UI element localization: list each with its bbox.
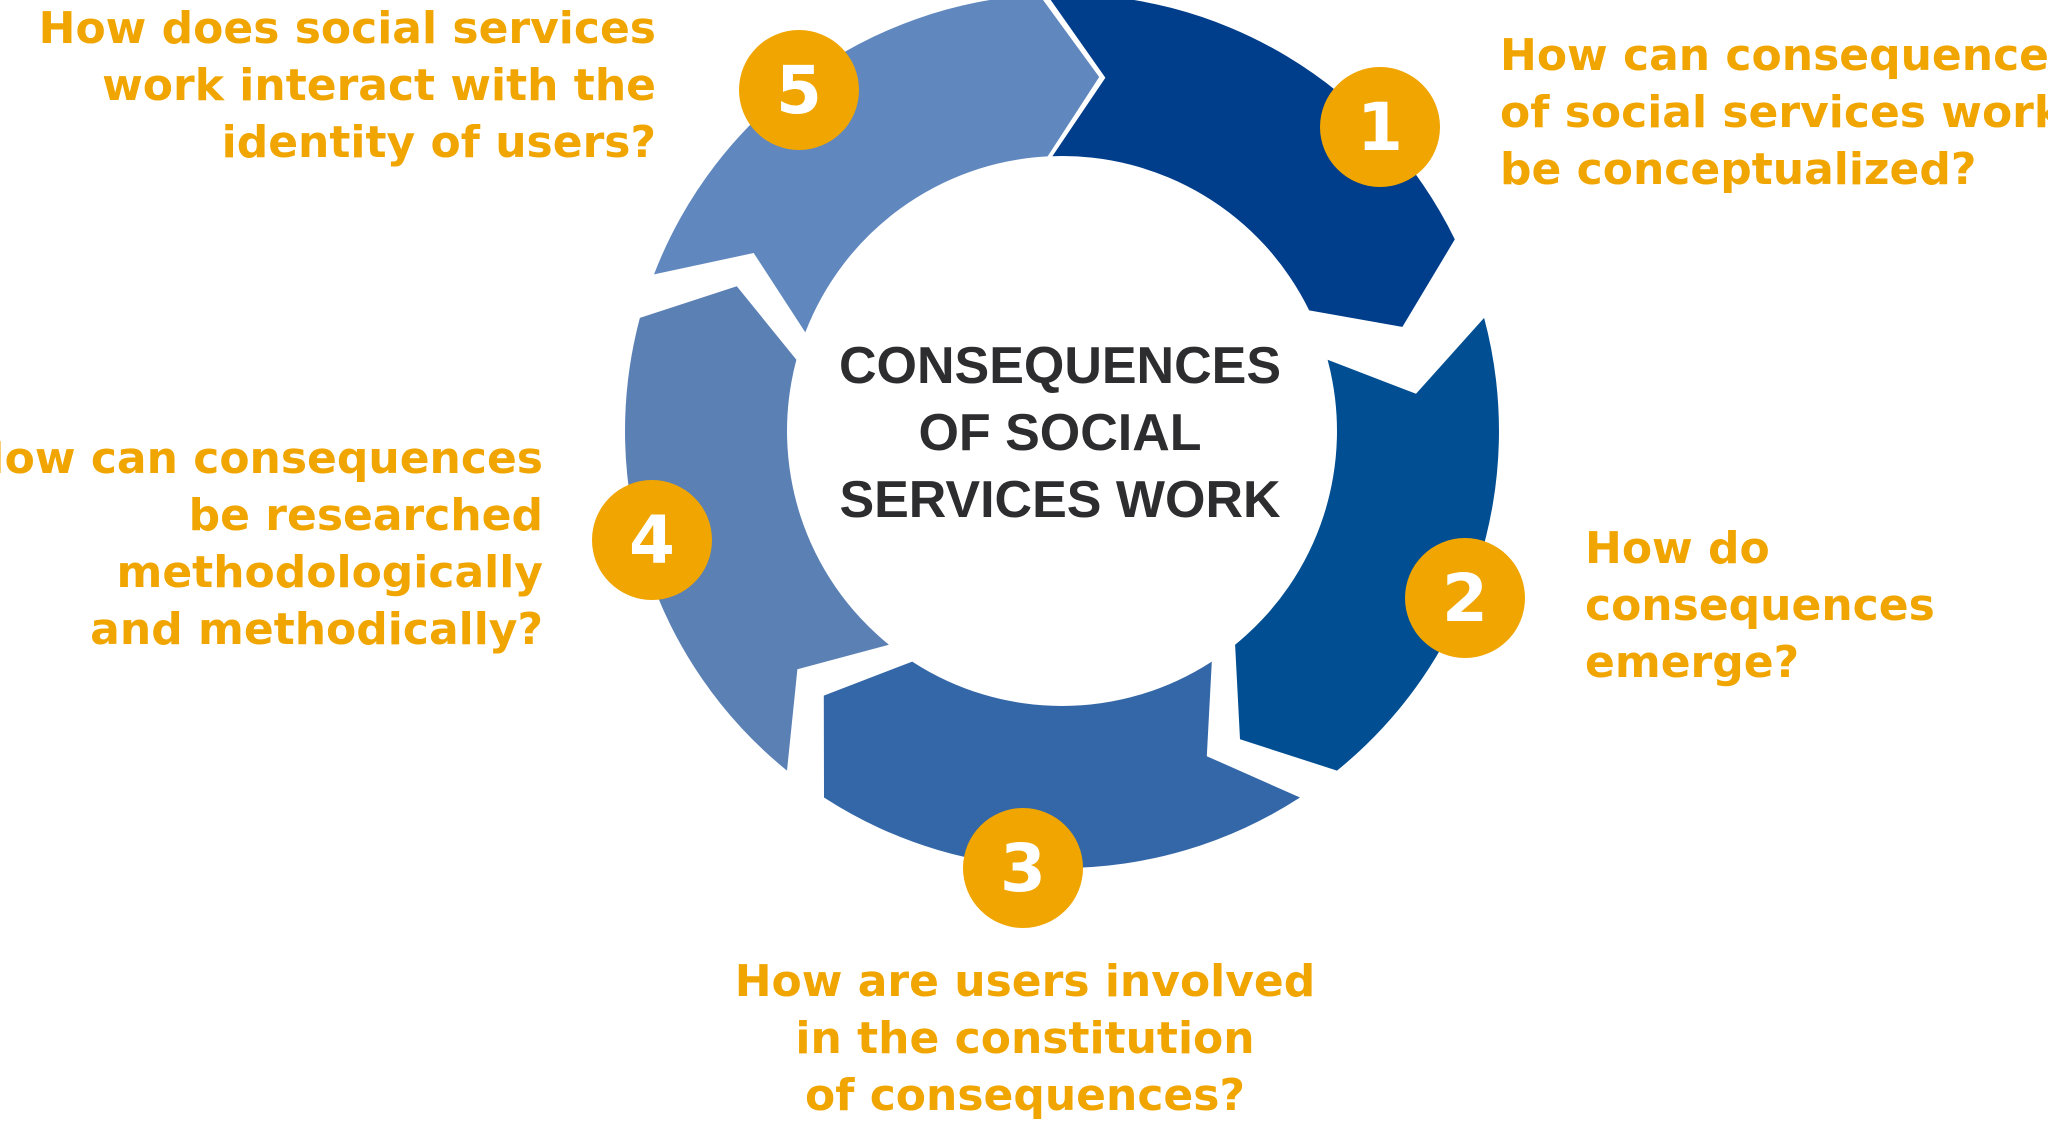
question-3-line-2: in the constitution (795, 1013, 1255, 1064)
question-2-line-1: How do (1585, 523, 1770, 574)
step-badge-2: 2 (1405, 538, 1525, 658)
center-title-line-3: SERVICES WORK (839, 471, 1281, 529)
badge-number-1: 1 (1357, 89, 1403, 166)
cycle-segment-5 (654, 0, 1100, 333)
badge-circle-4 (592, 480, 712, 600)
center-label: CONSEQUENCES OF SOCIAL SERVICES WORK (839, 337, 1281, 529)
question-3: How are users involved in the constituti… (735, 953, 1316, 1124)
cycle-segment-2 (1235, 317, 1499, 771)
question-4-line-1: How can consequences (0, 433, 543, 484)
question-1-line-2: of social services work (1500, 87, 2048, 138)
badge-circle-5 (739, 30, 859, 150)
center-title-line-2: OF SOCIAL (918, 404, 1201, 462)
step-badge-1: 1 (1320, 67, 1440, 187)
question-2-line-3: emerge? (1585, 637, 1800, 688)
question-3-line-3: of consequences? (805, 1070, 1245, 1121)
question-4-line-2: be researched (188, 490, 543, 541)
step-badge-4: 4 (592, 480, 712, 600)
question-4: How can consequences be researched metho… (0, 430, 543, 658)
badge-number-4: 4 (629, 502, 675, 579)
step-badge-5: 5 (739, 30, 859, 150)
badge-number-2: 2 (1442, 560, 1488, 637)
badge-number-3: 3 (1000, 830, 1046, 907)
question-4-line-3: methodologically (116, 547, 543, 598)
cycle-segment-4 (625, 286, 889, 771)
question-4-line-4: and methodically? (90, 604, 543, 655)
question-5-line-2: work interact with the (102, 60, 656, 111)
question-3-line-1: How are users involved (734, 956, 1316, 1007)
badge-circle-1 (1320, 67, 1440, 187)
cycle-segment-3 (823, 661, 1300, 868)
cycle-segment-1 (1050, 0, 1455, 327)
center-title-line-1: CONSEQUENCES (839, 337, 1281, 395)
question-5-line-3: identity of users? (221, 117, 656, 168)
badge-circle-3 (963, 808, 1083, 928)
badge-number-5: 5 (776, 52, 822, 129)
question-1-line-3: be conceptualized? (1500, 144, 1977, 195)
badge-circle-2 (1405, 538, 1525, 658)
question-2: How do consequences emerge? (1585, 520, 1935, 691)
cycle-segments (625, 0, 1499, 868)
step-badge-3: 3 (963, 808, 1083, 928)
question-2-line-2: consequences (1585, 580, 1935, 631)
question-5: How does social services work interact w… (39, 0, 656, 171)
question-1-line-1: How can consequences (1500, 30, 2048, 81)
question-1: How can consequences of social services … (1500, 27, 2048, 198)
question-5-line-1: How does social services (38, 3, 656, 54)
